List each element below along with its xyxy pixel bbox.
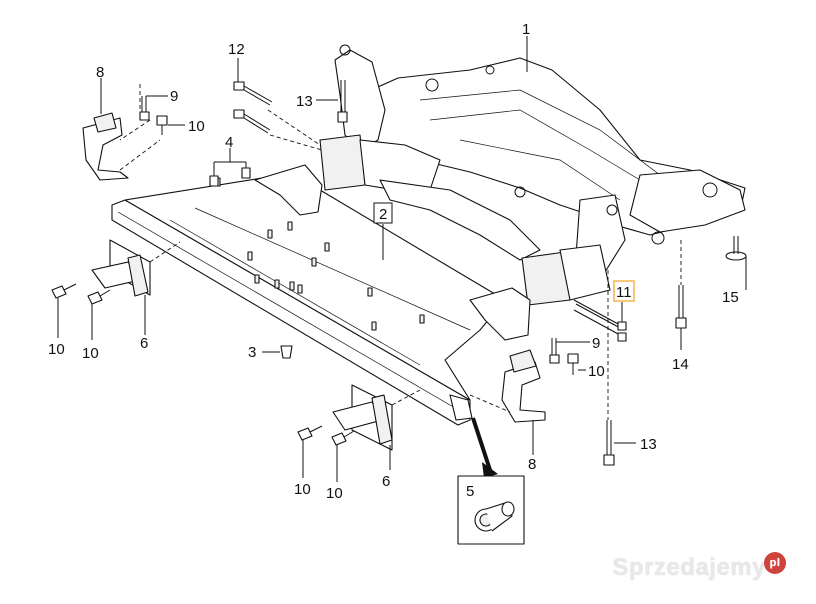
label-6-center: 6: [382, 473, 390, 490]
nut-10-right: [567, 353, 579, 375]
bracket-6-center: [332, 384, 393, 451]
label-13-lower: 13: [640, 436, 657, 453]
strap-8-right: [501, 349, 546, 423]
label-8-right: 8: [528, 456, 536, 473]
inset-part-5: 5: [457, 417, 525, 545]
label-13-upper: 13: [296, 93, 313, 110]
strap-8-left: [82, 112, 129, 181]
label-12: 12: [228, 41, 245, 58]
watermark-text: Sprzedajemy: [612, 554, 766, 581]
label-10-right: 10: [588, 363, 605, 380]
bolt-9-right: [549, 338, 560, 364]
bolt-12: [233, 81, 273, 106]
callout-labels: 1 2 3 4 6 6 8 8 9 9 10 10 10 10 10 10 11…: [48, 21, 739, 502]
label-10-lower-left-b: 10: [82, 345, 99, 362]
label-8-left: 8: [96, 64, 104, 81]
label-9-right: 9: [592, 335, 600, 352]
label-11: 11: [616, 284, 632, 301]
bolt-15: [725, 236, 747, 261]
lower-frame: [111, 164, 531, 426]
label-10-lower-center-a: 10: [294, 481, 311, 498]
label-5: 5: [466, 483, 474, 500]
nut-10-upper-left: [156, 115, 168, 135]
bolt-13-lower: [603, 420, 615, 466]
bolt-9-left: [139, 96, 150, 121]
label-10-lower-center-b: 10: [326, 485, 343, 502]
label-2-box: [373, 202, 393, 224]
label-10-lower-left-a: 10: [48, 341, 65, 358]
label-2: 2: [379, 206, 387, 223]
bolt-13-upper: [337, 80, 348, 123]
label-14: 14: [672, 356, 689, 373]
bracket-6-left: [91, 239, 151, 297]
subframe: [319, 44, 746, 306]
label-9-left: 9: [170, 88, 178, 105]
bolt-14: [675, 285, 687, 329]
bolts-10-lower-center: [297, 425, 355, 446]
bolt-12-second: [233, 109, 271, 134]
label-3: 3: [248, 344, 256, 361]
label-4: 4: [225, 134, 233, 151]
label-10-upper-left: 10: [188, 118, 205, 135]
bolt-3: [280, 345, 293, 359]
label-1: 1: [522, 21, 530, 38]
watermark-badge: pl: [764, 552, 786, 574]
bolts-10-lower-left: [51, 283, 111, 305]
label-11-box: [613, 280, 635, 302]
label-15: 15: [722, 289, 739, 306]
label-6-left: 6: [140, 335, 148, 352]
bolts-11: [573, 299, 627, 342]
leader-lines: [57, 36, 747, 482]
bushing-5: [474, 501, 515, 532]
